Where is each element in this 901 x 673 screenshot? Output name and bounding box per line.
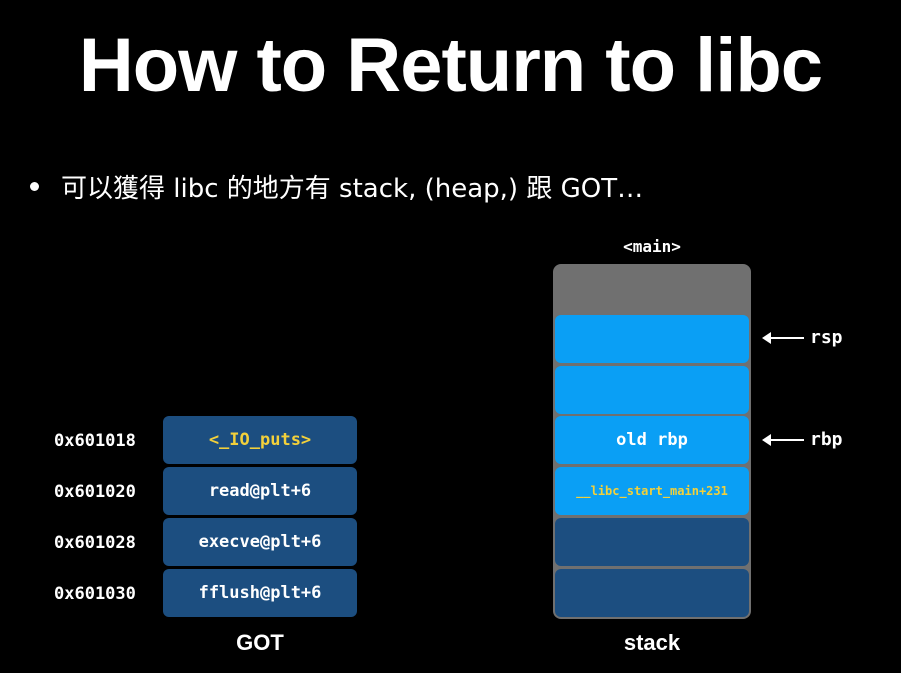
got-address: 0x601018 <box>54 431 136 451</box>
arrow-left-icon <box>762 433 804 446</box>
got-address: 0x601028 <box>54 533 136 553</box>
stack-header: <main> <box>623 237 681 256</box>
got-entry-io-puts: <_IO_puts> <box>163 416 357 464</box>
stack-cell-old-rbp: old rbp <box>555 416 749 464</box>
bullet-dot-icon <box>30 182 39 191</box>
bullet-point: 可以獲得 libc 的地方有 stack, (heap,) 跟 GOT… <box>30 168 643 205</box>
stack-cell <box>555 569 749 617</box>
arrow-left-icon <box>762 331 804 344</box>
slide-title: How to Return to libc <box>78 23 823 108</box>
stack-cell-rsp <box>555 315 749 363</box>
got-caption: GOT <box>236 630 284 655</box>
rbp-label: rbp <box>810 429 843 450</box>
rsp-label: rsp <box>810 327 843 348</box>
bullet-text: 可以獲得 libc 的地方有 stack, (heap,) 跟 GOT… <box>61 174 644 204</box>
got-address: 0x601020 <box>54 482 136 502</box>
stack-cell <box>555 518 749 566</box>
rbp-pointer: rbp <box>762 429 843 450</box>
stack-cell-return-address: __libc_start_main+231 <box>555 467 749 515</box>
got-entry-fflush: fflush@plt+6 <box>163 569 357 617</box>
return-address-label: __libc_start_main+231 <box>576 484 728 498</box>
stack-cell <box>555 366 749 414</box>
got-entry-read: read@plt+6 <box>163 467 357 515</box>
stack-caption: stack <box>623 630 681 655</box>
got-entry-execve: execve@plt+6 <box>163 518 357 566</box>
rsp-pointer: rsp <box>762 327 843 348</box>
got-address: 0x601030 <box>54 584 136 604</box>
